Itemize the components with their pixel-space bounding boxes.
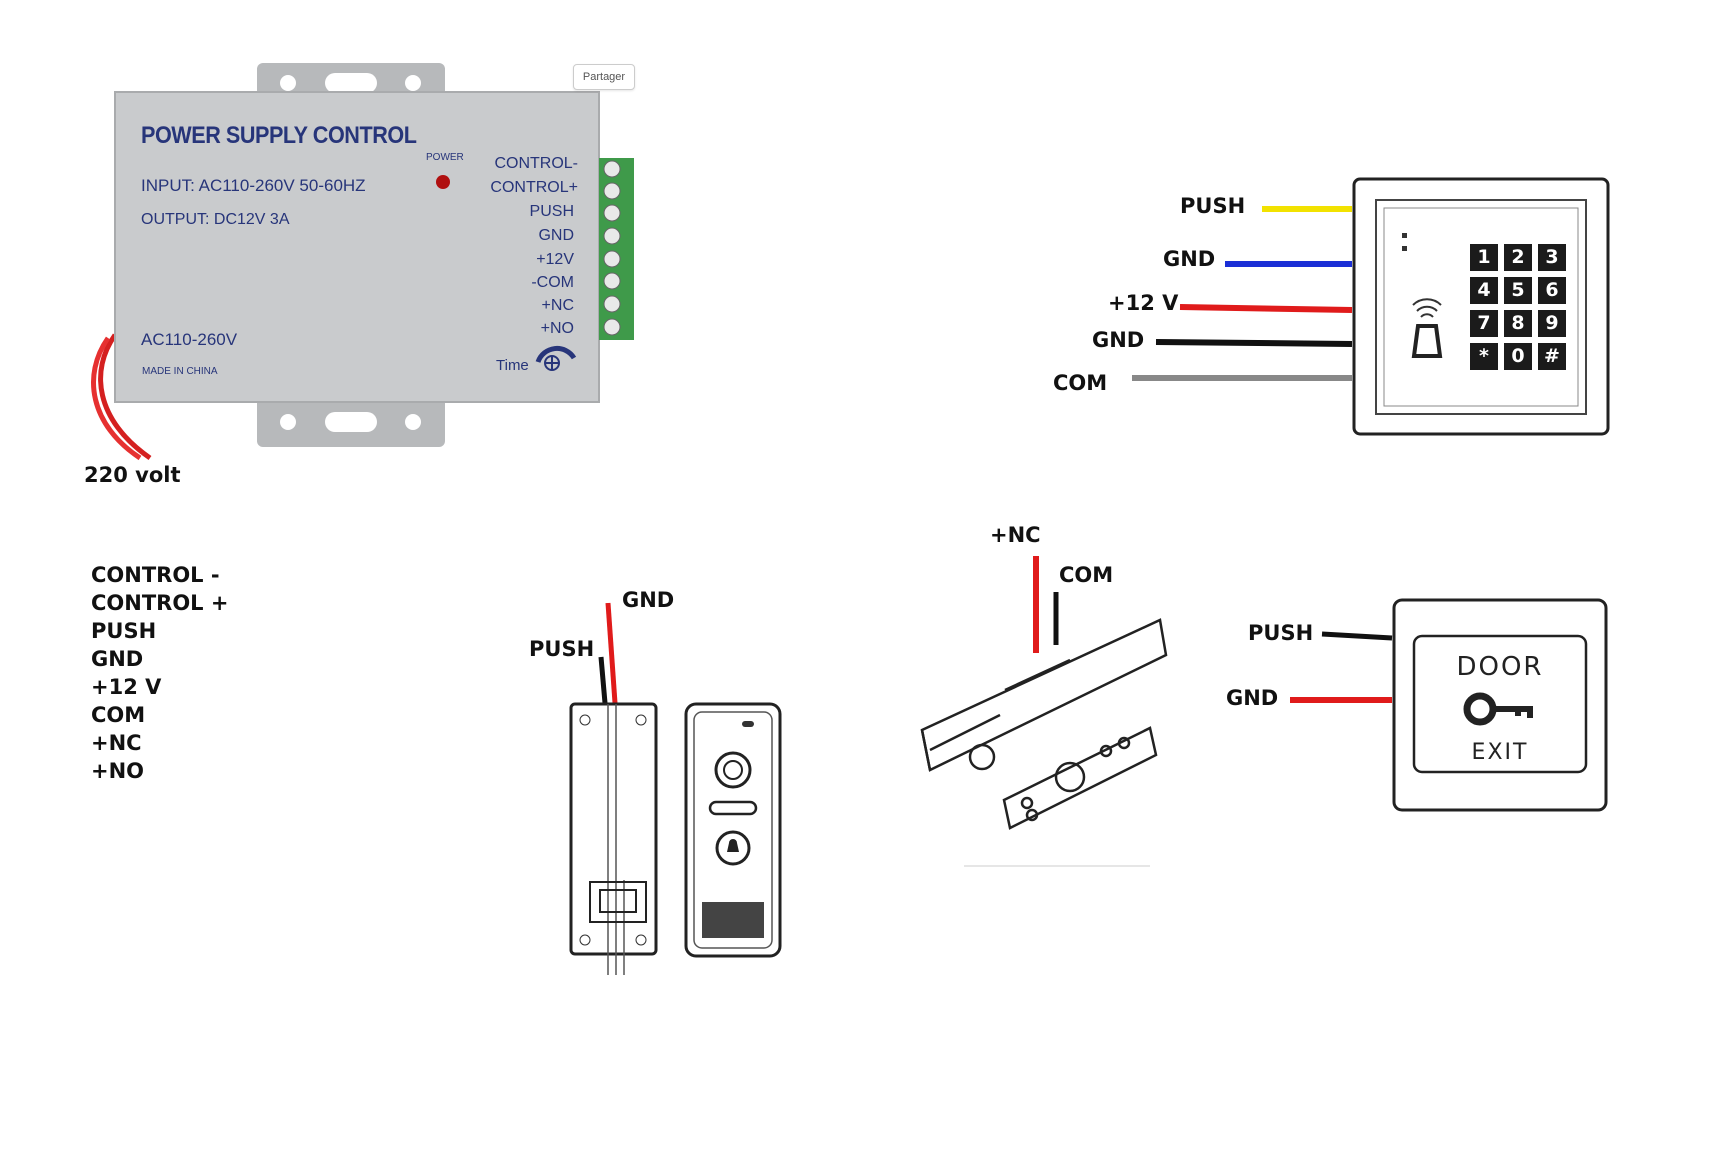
keypad-device <box>1352 177 1610 436</box>
exit-label-push: PUSH <box>1248 621 1314 645</box>
terminal-label: +12V <box>536 251 574 268</box>
keypad-label-push: PUSH <box>1180 194 1246 218</box>
mains-cable <box>91 333 152 461</box>
power-led-label: POWER <box>426 152 464 163</box>
keypad-keys: 1 2 3 4 5 6 7 8 9 * 0 # <box>1470 244 1570 370</box>
keypad-key: 2 <box>1504 244 1532 271</box>
intercom-front-unit <box>684 702 782 958</box>
keypad-wire-gnd-black <box>1155 339 1353 347</box>
keypad-key: 1 <box>1470 244 1498 271</box>
keypad-key: 8 <box>1504 310 1532 337</box>
legend-item: CONTROL + <box>91 591 229 615</box>
legend-item: CONTROL - <box>91 563 220 587</box>
keypad-key: 0 <box>1504 343 1532 370</box>
terminal-label: GND <box>538 227 574 244</box>
keypad-key: 7 <box>1470 310 1498 337</box>
psu-made-in: MADE IN CHINA <box>142 366 218 377</box>
psu-mount-top <box>257 63 445 99</box>
exit-wire-push <box>1321 631 1393 641</box>
terminal-label: PUSH <box>529 203 574 220</box>
terminal-label: +NO <box>540 320 574 337</box>
intercom-wire-gnd <box>605 602 618 704</box>
intercom-wire-push <box>598 656 608 704</box>
electric-lock <box>920 618 1168 867</box>
share-button[interactable]: Partager <box>573 64 635 90</box>
keypad-label-gnd-2: GND <box>1092 328 1145 352</box>
keypad-wire-12v <box>1179 304 1353 313</box>
terminal-label: +NC <box>541 297 574 314</box>
power-led <box>436 175 450 189</box>
keypad-key: # <box>1538 343 1566 370</box>
psu-mount-bottom <box>257 395 445 447</box>
intercom-side-unit <box>569 702 658 975</box>
psu-output-spec: OUTPUT: DC12V 3A <box>141 211 290 228</box>
psu-ac-spec: AC110-260V <box>141 330 238 349</box>
psu-title: POWER SUPPLY CONTROL <box>141 122 417 149</box>
keypad-key: * <box>1470 343 1498 370</box>
time-label: Time <box>496 357 529 374</box>
legend-item: +NC <box>91 731 142 755</box>
legend-item: +NO <box>91 759 145 783</box>
exit-label-gnd: GND <box>1226 686 1279 710</box>
keypad-key: 6 <box>1538 277 1566 304</box>
legend-item: PUSH <box>91 619 157 643</box>
terminal-label: CONTROL- <box>494 155 578 172</box>
keypad-label-com: COM <box>1053 371 1108 395</box>
psu-body <box>114 91 600 403</box>
terminal-block <box>599 158 634 340</box>
terminal-label: CONTROL+ <box>490 179 578 196</box>
exit-door-text: DOOR <box>1456 652 1544 682</box>
time-potentiometer <box>535 345 577 371</box>
keypad-key: 9 <box>1538 310 1566 337</box>
legend-item: +12 V <box>91 675 162 699</box>
keypad-key: 4 <box>1470 277 1498 304</box>
terminal-label: -COM <box>531 274 574 291</box>
keypad-label-gnd: GND <box>1163 247 1216 271</box>
mains-label: 220 volt <box>84 463 181 487</box>
lock-label-com: COM <box>1059 563 1114 587</box>
intercom-label-gnd: GND <box>622 588 675 612</box>
keypad-label-12v: +12 V <box>1108 291 1179 315</box>
intercom-label-push: PUSH <box>529 637 595 661</box>
lock-label-nc: +NC <box>990 523 1041 547</box>
exit-button-device <box>1392 598 1608 812</box>
keypad-key: 3 <box>1538 244 1566 271</box>
legend-item: COM <box>91 703 146 727</box>
terminal-legend: CONTROL - CONTROL + PUSH GND +12 V COM +… <box>91 561 228 785</box>
legend-item: GND <box>91 647 144 671</box>
exit-exit-text: EXIT <box>1471 740 1529 765</box>
keypad-key: 5 <box>1504 277 1532 304</box>
psu-input-spec: INPUT: AC110-260V 50-60HZ <box>141 176 366 195</box>
